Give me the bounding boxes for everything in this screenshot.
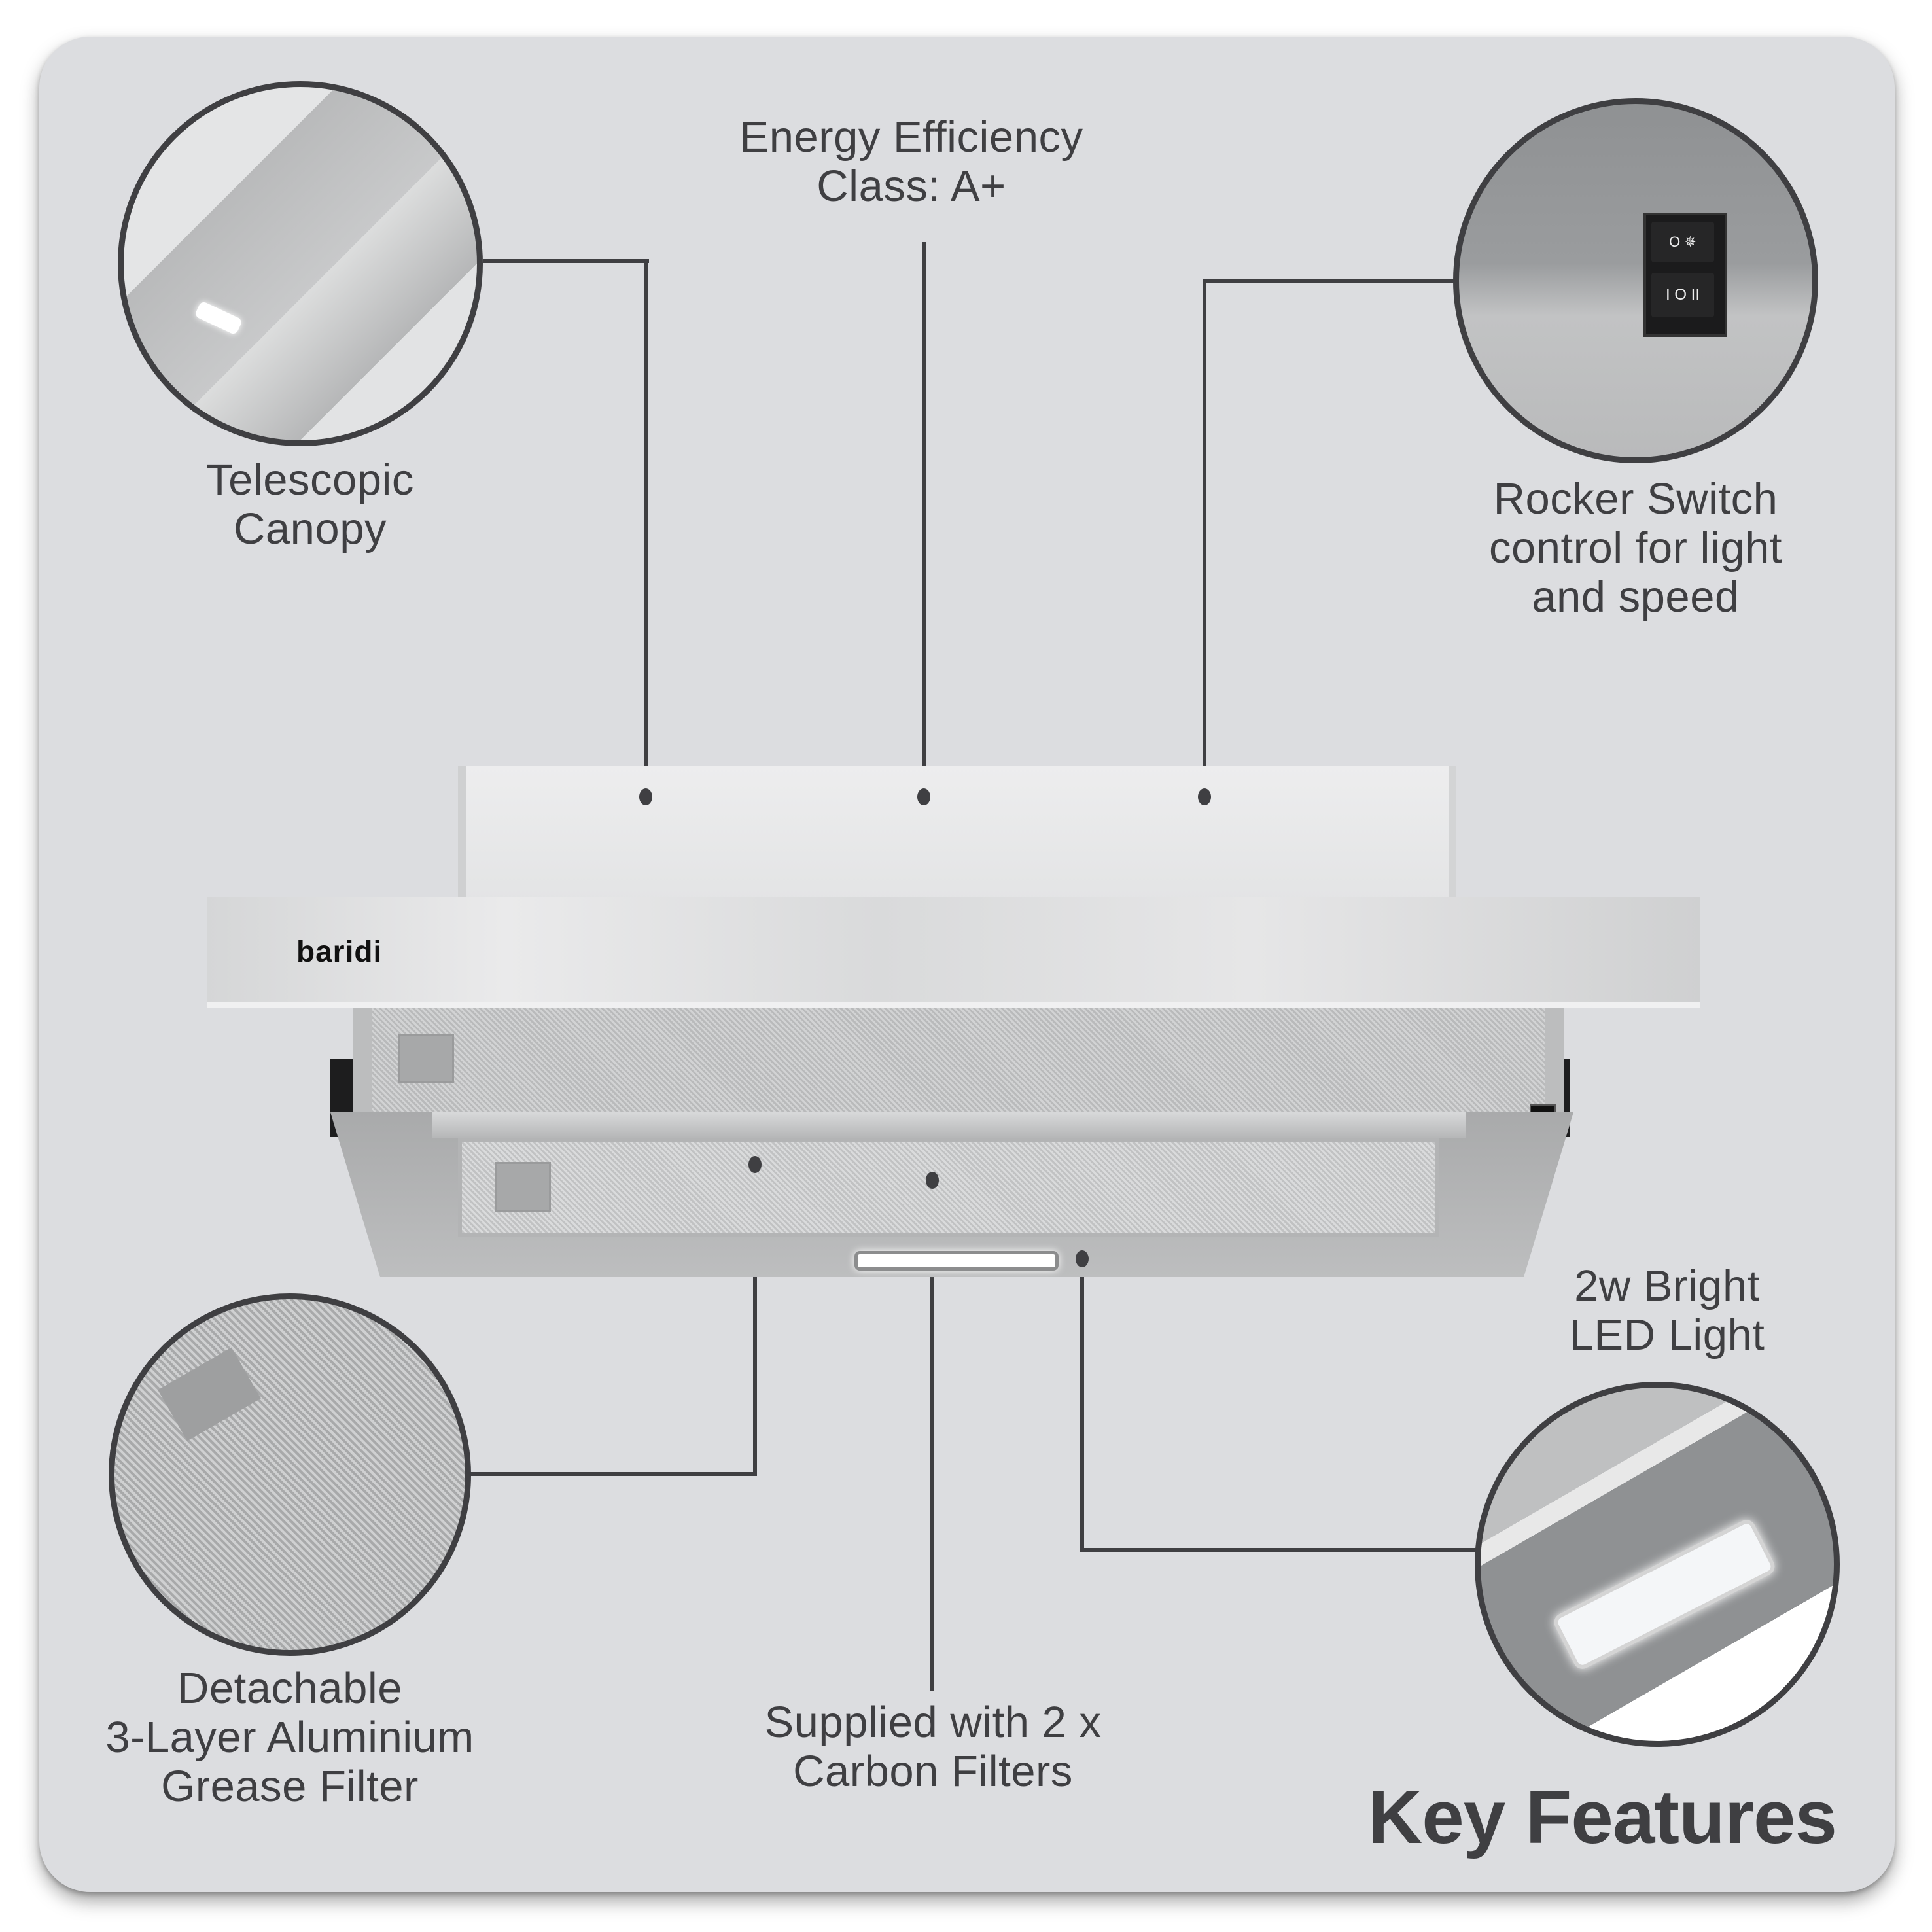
connector-carbon-v <box>930 1180 934 1691</box>
hood-chimney-panel <box>458 766 1456 901</box>
upper-grease-filter <box>353 1008 1564 1112</box>
detail-circle-grease-filter <box>109 1293 471 1656</box>
connector-telescopic-v <box>644 259 648 797</box>
lower-grease-filter <box>458 1138 1439 1237</box>
marker-dot-telescopic <box>639 788 652 805</box>
label-telescopic-canopy: Telescopic Canopy <box>206 455 414 553</box>
led-glow-icon <box>194 300 243 336</box>
label-led-light: 2w Bright LED Light <box>1569 1261 1765 1360</box>
marker-dot-led <box>1076 1250 1089 1267</box>
detail-circle-telescopic <box>118 81 483 446</box>
connector-rocker-v <box>1203 279 1206 797</box>
connector-grease-v <box>753 1165 757 1476</box>
detail-circle-led <box>1475 1382 1840 1747</box>
marker-dot-carbon <box>926 1172 939 1189</box>
filter-handle <box>158 1347 261 1441</box>
marker-dot-grease <box>748 1156 762 1173</box>
led-panel-icon <box>1551 1517 1778 1672</box>
marker-dot-rocker <box>1198 788 1211 805</box>
label-grease-filter: Detachable 3-Layer Aluminium Grease Filt… <box>105 1664 474 1811</box>
detail-circle-rocker: O ✵ I O II <box>1453 98 1818 463</box>
brand-logo: baridi <box>296 934 383 968</box>
connector-grease-h <box>470 1472 757 1476</box>
label-carbon-filters: Supplied with 2 x Carbon Filters <box>764 1698 1102 1796</box>
light-switch-icon: O ✵ <box>1651 222 1714 262</box>
connector-telescopic-h <box>483 259 649 263</box>
label-rocker-switch: Rocker Switch control for light and spee… <box>1489 474 1782 622</box>
telescopic-rail <box>432 1112 1466 1138</box>
hood-front-panel: baridi <box>207 897 1700 1008</box>
speed-switch-icon: I O II <box>1651 273 1714 317</box>
marker-dot-energy <box>917 788 930 805</box>
led-light-strip <box>854 1251 1059 1271</box>
key-features-title: Key Features <box>1367 1774 1837 1859</box>
connector-energy-v <box>922 242 926 797</box>
connector-led-h <box>1080 1548 1479 1552</box>
filter-handle <box>398 1034 454 1083</box>
filter-handle <box>495 1162 551 1212</box>
connector-rocker-h <box>1203 279 1455 283</box>
label-energy-efficiency: Energy Efficiency Class: A+ <box>739 113 1083 211</box>
connector-led-v <box>1080 1259 1084 1552</box>
